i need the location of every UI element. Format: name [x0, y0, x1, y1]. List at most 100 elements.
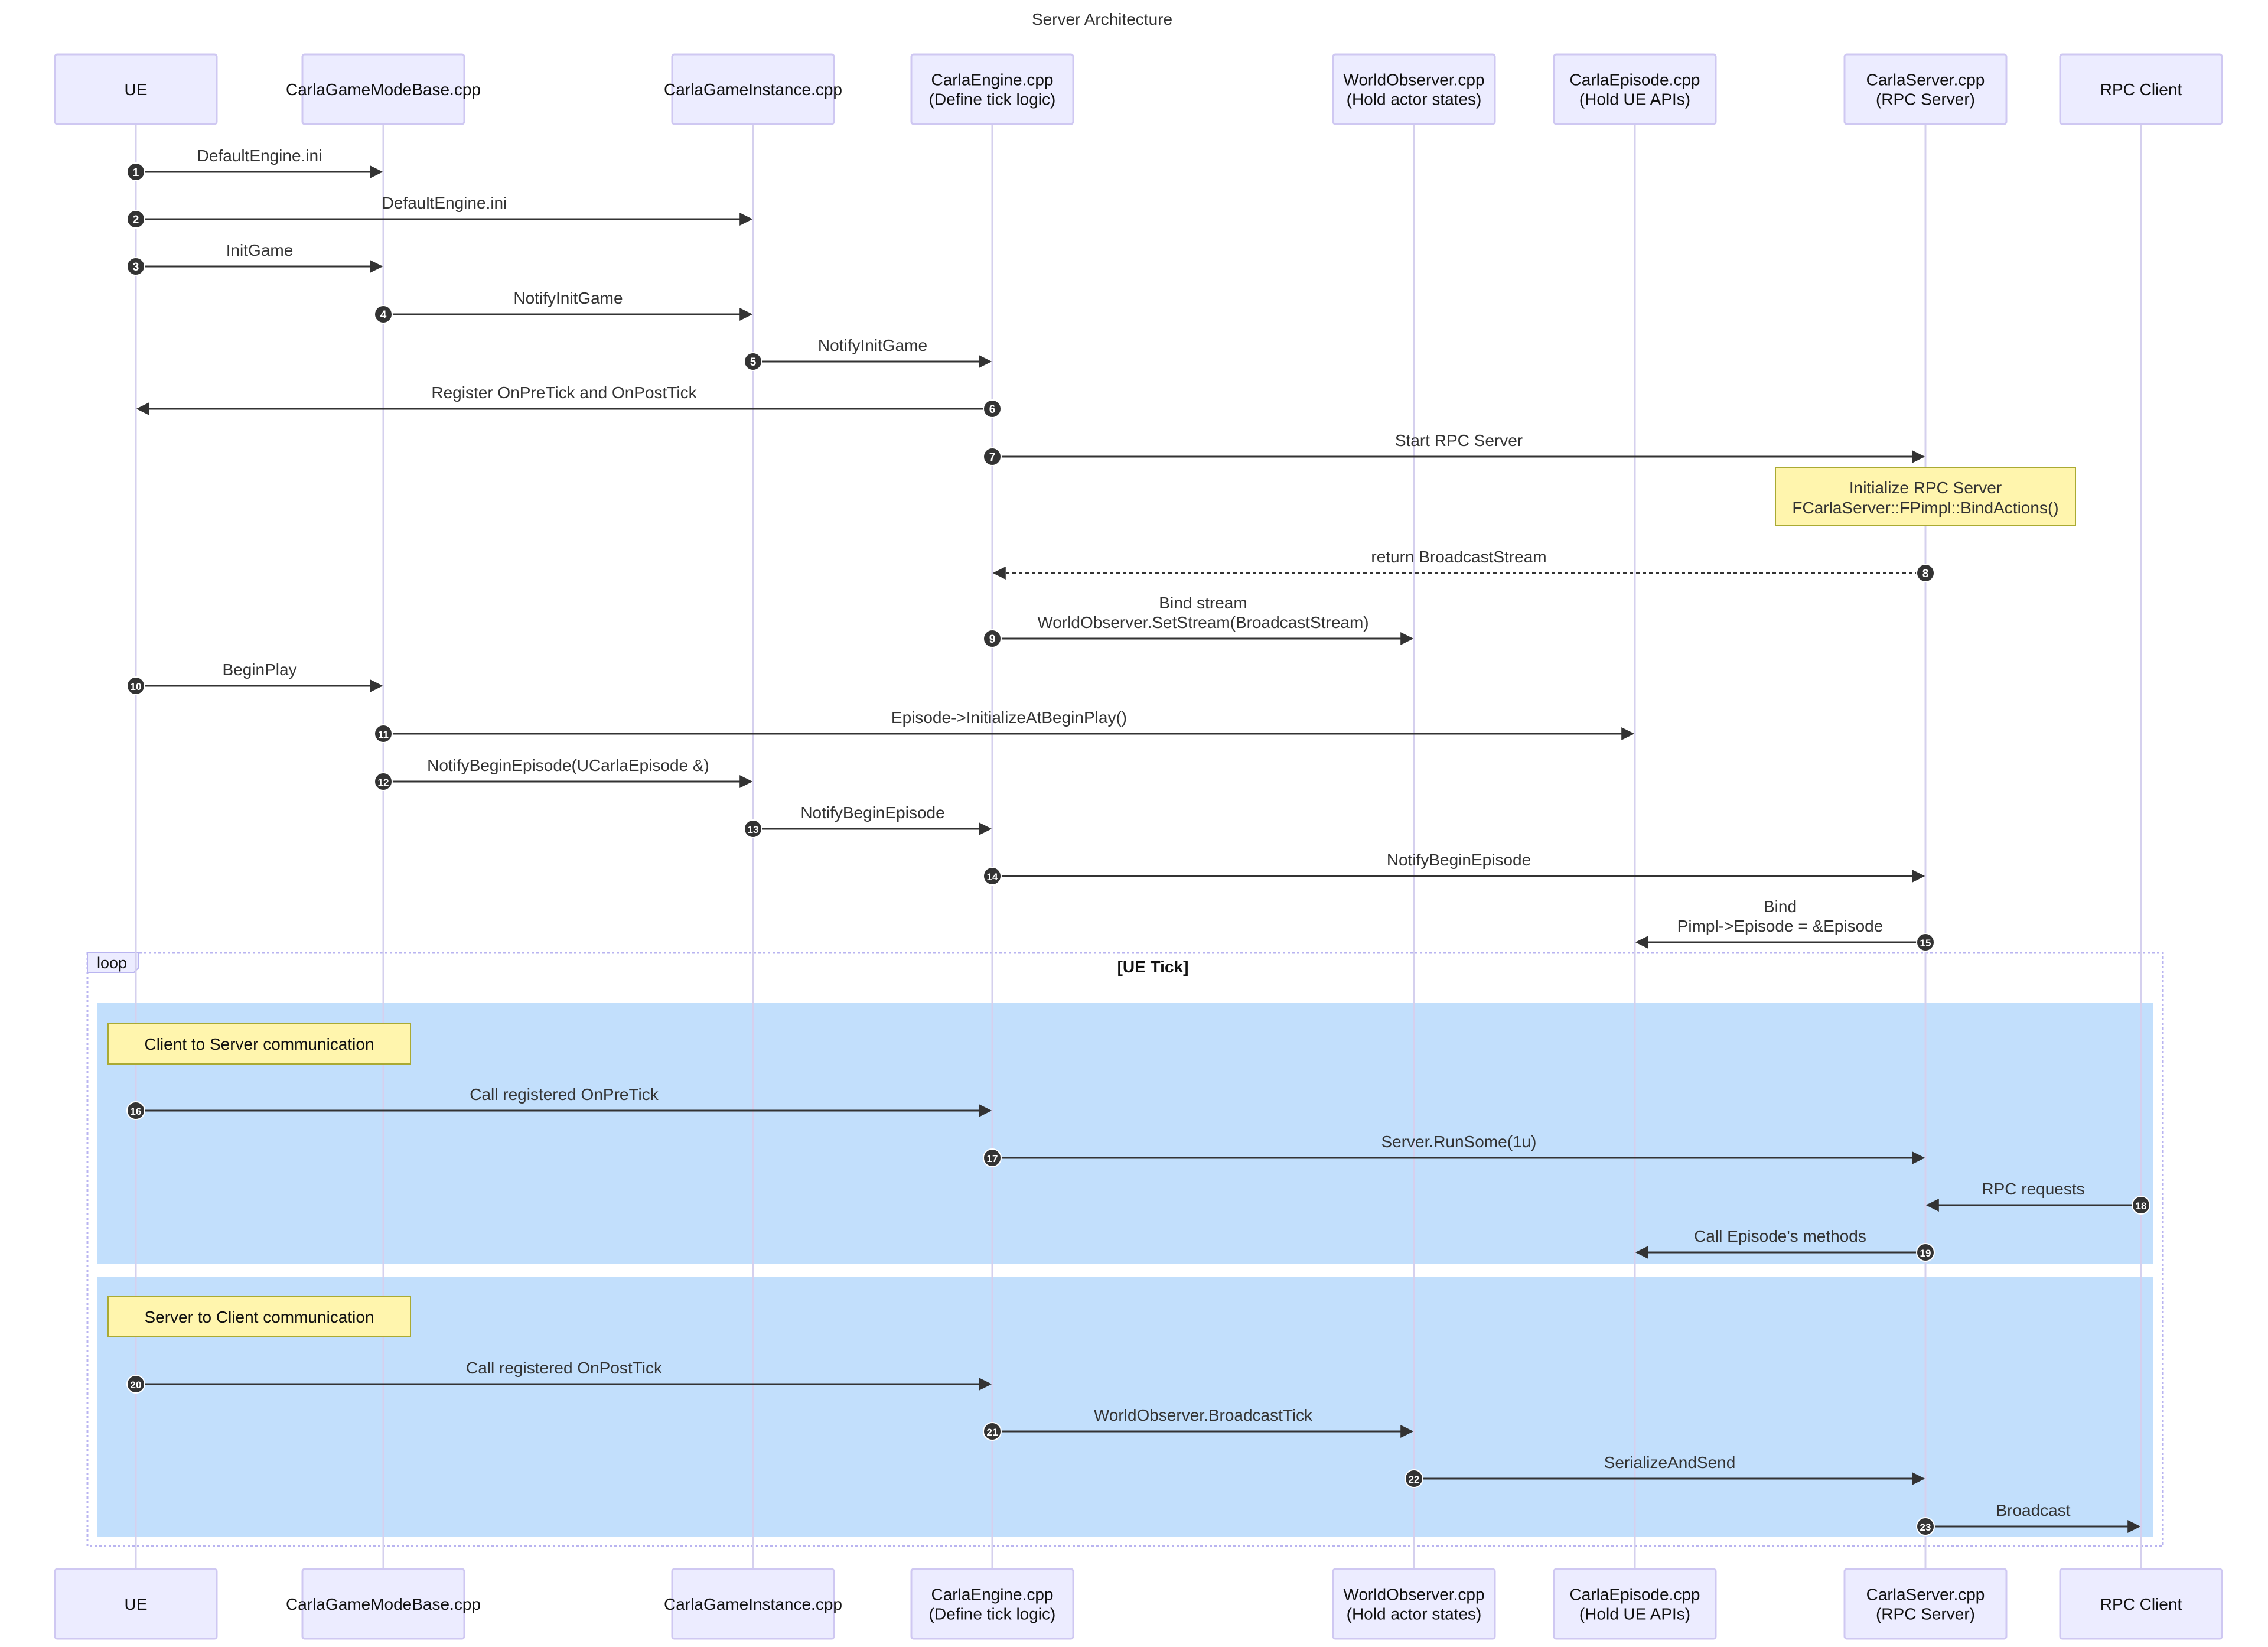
- message-20-badge: [126, 1375, 145, 1394]
- note-client-to-server-text: Client to Server communication: [144, 1035, 374, 1053]
- message-16-badge: [126, 1101, 145, 1120]
- region-server-to-client: [97, 1277, 2153, 1537]
- message-19: Call Episode's methods 19: [1635, 1227, 1935, 1262]
- message-19-label: Call Episode's methods: [1694, 1227, 1866, 1245]
- participant-observer-top-label: (Hold actor states): [1347, 90, 1482, 109]
- message-18-label: RPC requests: [1982, 1180, 2084, 1198]
- message-7-number: 7: [989, 451, 996, 464]
- message-5-label: NotifyInitGame: [818, 336, 927, 354]
- message-4-label: NotifyInitGame: [513, 289, 623, 307]
- message-layer: DefaultEngine.ini1DefaultEngine.ini2Init…: [126, 147, 2150, 1536]
- participant-observer-bottom-label: WorldObserver.cpp: [1343, 1586, 1484, 1604]
- participant-engine-top-label: (Define tick logic): [929, 90, 1056, 109]
- note-server-to-client: [107, 1296, 411, 1337]
- note-initialize-rpc-server-line-1: Initialize RPC Server: [1849, 479, 2002, 497]
- participant-ue-top-label: UE: [125, 80, 148, 99]
- message-8-number: 8: [1922, 568, 1929, 580]
- message-1-badge: [126, 162, 145, 181]
- participant-ue-bottom-label: UE: [125, 1595, 148, 1613]
- participant-gameinstance-bottom-label: CarlaGameInstance.cpp: [664, 1595, 842, 1613]
- participant-episode-top-label: (Hold UE APIs): [1579, 90, 1690, 109]
- participant-client-bottom-label: RPC Client: [2100, 1595, 2182, 1613]
- message-4: NotifyInitGame 4: [374, 289, 753, 324]
- loop-condition: [UE Tick]: [1117, 958, 1189, 976]
- message-19-number: 19: [1920, 1248, 1931, 1259]
- message-1-number: 1: [133, 167, 139, 179]
- message-12-badge: [374, 772, 393, 791]
- message-18-badge: [2132, 1196, 2150, 1215]
- message-7: Start RPC Server 7: [983, 431, 1925, 466]
- loop-label: loop: [97, 954, 127, 972]
- message-12-number: 12: [378, 777, 389, 788]
- participant-server-bottom: [1843, 1568, 2008, 1640]
- message-8-badge: [1916, 564, 1935, 582]
- message-22-label: SerializeAndSend: [1604, 1453, 1736, 1472]
- participant-server-top: [1843, 53, 2008, 125]
- message-6-number: 6: [989, 403, 996, 416]
- participant-server-top-label: (RPC Server): [1876, 90, 1975, 109]
- message-14-badge: [983, 867, 1002, 886]
- message-15-badge: [1916, 933, 1935, 952]
- participant-gameinstance-top-label: CarlaGameInstance.cpp: [664, 80, 842, 99]
- participant-ue-bottom: [54, 1568, 218, 1640]
- message-7-label: Start RPC Server: [1395, 431, 1523, 450]
- message-2-label: DefaultEngine.ini: [382, 194, 507, 212]
- participant-engine-bottom-label: CarlaEngine.cpp: [931, 1586, 1053, 1604]
- message-15-label: Pimpl->Episode = &Episode: [1677, 917, 1884, 935]
- note-initialize-rpc-server-line-2: FCarlaServer::FPimpl::BindActions(): [1792, 499, 2058, 517]
- message-20-number: 20: [131, 1379, 142, 1391]
- message-15-label: Bind: [1764, 897, 1797, 916]
- message-10-badge: [126, 676, 145, 695]
- message-6-badge: [983, 399, 1002, 418]
- message-7-badge: [983, 447, 1002, 466]
- message-17-badge: [983, 1148, 1002, 1167]
- loop-frame: [86, 952, 2164, 1547]
- participant-gamemode-top-label: CarlaGameModeBase.cpp: [286, 80, 481, 99]
- participant-server-top-label: CarlaServer.cpp: [1866, 71, 1985, 89]
- message-16-label: Call registered OnPreTick: [470, 1085, 659, 1104]
- participant-observer-bottom: [1332, 1568, 1496, 1640]
- message-23-number: 23: [1920, 1522, 1931, 1533]
- participant-episode-top-label: CarlaEpisode.cpp: [1569, 71, 1700, 89]
- message-23-badge: [1916, 1517, 1935, 1536]
- note-server-to-client-text: Server to Client communication: [144, 1308, 374, 1326]
- message-13-number: 13: [748, 824, 759, 835]
- participant-gamemode-bottom: [301, 1568, 465, 1640]
- participant-engine-bottom-label: (Define tick logic): [929, 1605, 1056, 1623]
- message-21-badge: [983, 1422, 1002, 1441]
- message-11-badge: [374, 724, 393, 743]
- message-18-number: 18: [2136, 1200, 2147, 1212]
- message-1: DefaultEngine.ini 1: [126, 147, 383, 181]
- message-17-label: Server.RunSome(1u): [1381, 1132, 1536, 1151]
- participant-episode-bottom-label: (Hold UE APIs): [1579, 1605, 1690, 1623]
- message-10-number: 10: [131, 681, 142, 692]
- note-initialize-rpc-server: [1775, 467, 2076, 526]
- message-17: Server.RunSome(1u)17: [983, 1132, 1925, 1167]
- message-1-label: DefaultEngine.ini: [197, 147, 322, 165]
- participant-gameinstance-top: [671, 53, 835, 125]
- participant-episode-bottom-label: CarlaEpisode.cpp: [1569, 1586, 1700, 1604]
- message-19-badge: [1916, 1243, 1935, 1262]
- message-4-number: 4: [380, 309, 387, 321]
- participant-episode-bottom: [1553, 1568, 1717, 1640]
- notes-layer: Initialize RPC Server FCarlaServer::FPim…: [107, 467, 2076, 1337]
- participant-server-bottom-label: CarlaServer.cpp: [1866, 1586, 1985, 1604]
- message-3-number: 3: [133, 261, 139, 274]
- participant-engine-top-label: CarlaEngine.cpp: [931, 71, 1053, 89]
- message-9-label: WorldObserver.SetStream(BroadcastStream): [1037, 613, 1368, 632]
- message-2-badge: [126, 210, 145, 229]
- message-12-label: NotifyBeginEpisode(UCarlaEpisode &): [427, 756, 709, 774]
- participant-episode-top: [1553, 53, 1717, 125]
- participant-engine-bottom: [910, 1568, 1074, 1640]
- participants-bottom: UE CarlaGameModeBase.cpp CarlaGameInstance…: [54, 1568, 2223, 1640]
- message-2-number: 2: [133, 214, 139, 226]
- message-9-badge: [983, 629, 1002, 648]
- participant-gamemode-bottom-label: CarlaGameModeBase.cpp: [286, 1595, 481, 1613]
- message-15-number: 15: [1920, 938, 1931, 949]
- diagram-title: Server Architecture: [1032, 10, 1172, 28]
- message-18: RPC requests 18: [1925, 1180, 2150, 1215]
- message-9: Bind streamWorldObserver.SetStream(Broad…: [983, 594, 1414, 648]
